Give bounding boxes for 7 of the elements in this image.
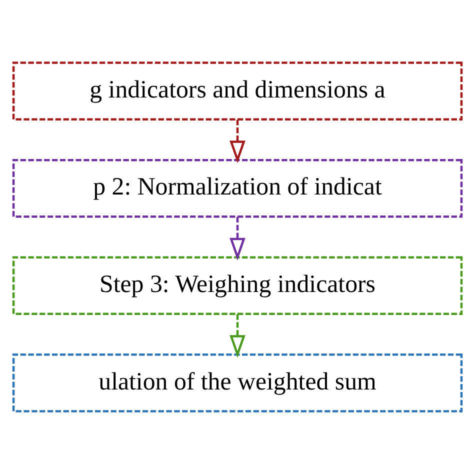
- node-box: p 2: Normalization of indicat: [12, 158, 462, 218]
- node-box: ulation of the weighted sum: [12, 354, 462, 412]
- arrow: [229, 314, 245, 358]
- arrow: [229, 120, 245, 164]
- node-box: Step 3: Weighing indicators: [12, 256, 462, 316]
- node-box: g indicators and dimensions a: [12, 62, 462, 120]
- arrow: [229, 216, 245, 261]
